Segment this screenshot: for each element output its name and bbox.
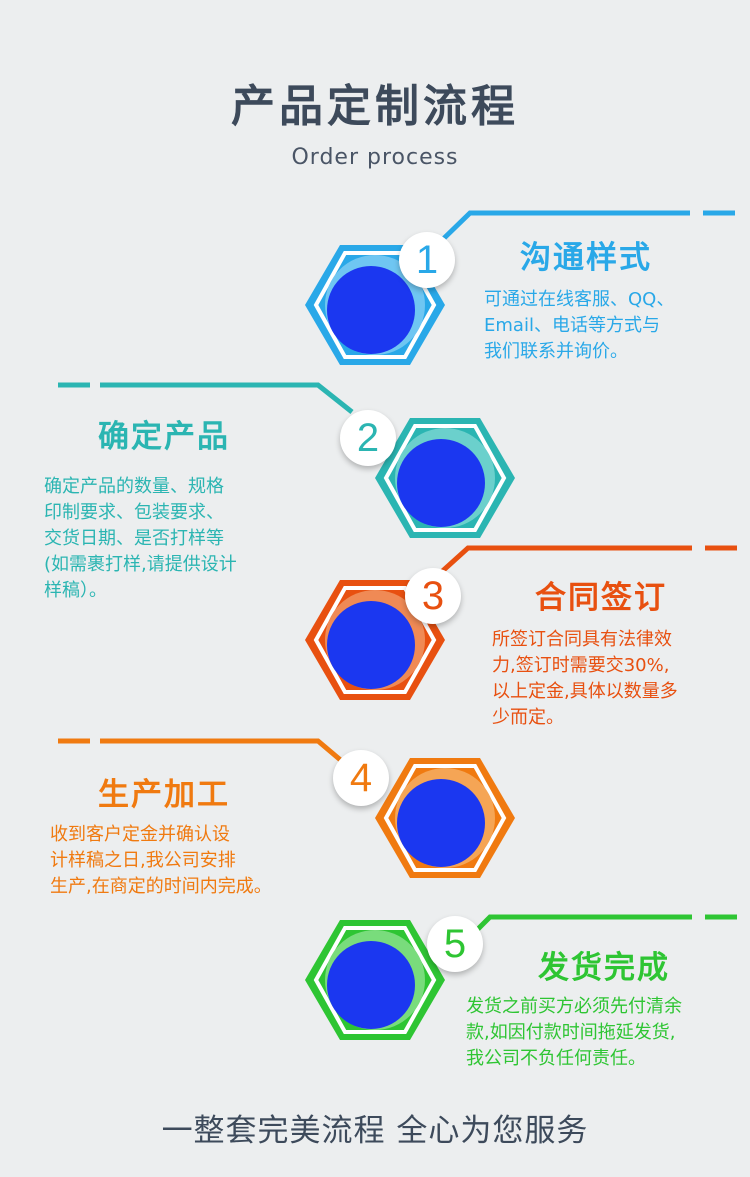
step-3-title: 合同签订: [535, 580, 667, 616]
step-2-title: 确定产品: [98, 419, 230, 455]
step-1-title: 沟通样式: [520, 240, 652, 276]
step-5-number-badge: 5: [427, 916, 483, 972]
step-5-title: 发货完成: [538, 950, 670, 986]
step-1-description: 可通过在线客服、QQ、 Email、电话等方式与 我们联系并询价。: [484, 289, 675, 362]
step-3-description: 所签订合同具有法律效 力,签订时需要交30%, 以上定金,具体以数量多 少而定。: [492, 629, 678, 728]
step-2-description: 确定产品的数量、规格 印制要求、包装要求、 交货日期、是否打样等 (如需裹打样,…: [44, 476, 237, 601]
step-2-hexagon: [375, 418, 515, 538]
step-3-number-badge: 3: [405, 568, 461, 624]
page-subtitle: Order process: [291, 145, 459, 170]
step-2-connector: [58, 382, 354, 414]
step-5-description: 发货之前买方必须先付清余 款,如因付款时间拖延发货, 我公司不负任何责任。: [466, 996, 682, 1069]
step-4-description: 收到客户定金并确认设 计样稿之日,我公司安排 生产,在商定的时间内完成。: [50, 824, 272, 897]
step-4-title: 生产加工: [98, 777, 230, 813]
page-title: 产品定制流程: [231, 81, 519, 132]
step-4-number-badge: 4: [333, 750, 389, 806]
step-4-hexagon: [375, 758, 515, 878]
footer-slogan: 一整套完美流程 全心为您服务: [161, 1113, 589, 1149]
step-4-connector: [58, 738, 352, 770]
step-5-connector: [460, 914, 737, 947]
step-1-number-badge: 1: [399, 232, 455, 288]
step-5-hexagon: [305, 920, 445, 1040]
step-2-number-badge: 2: [340, 410, 396, 466]
step-3-connector: [435, 545, 737, 578]
step-1-connector: [435, 210, 735, 247]
